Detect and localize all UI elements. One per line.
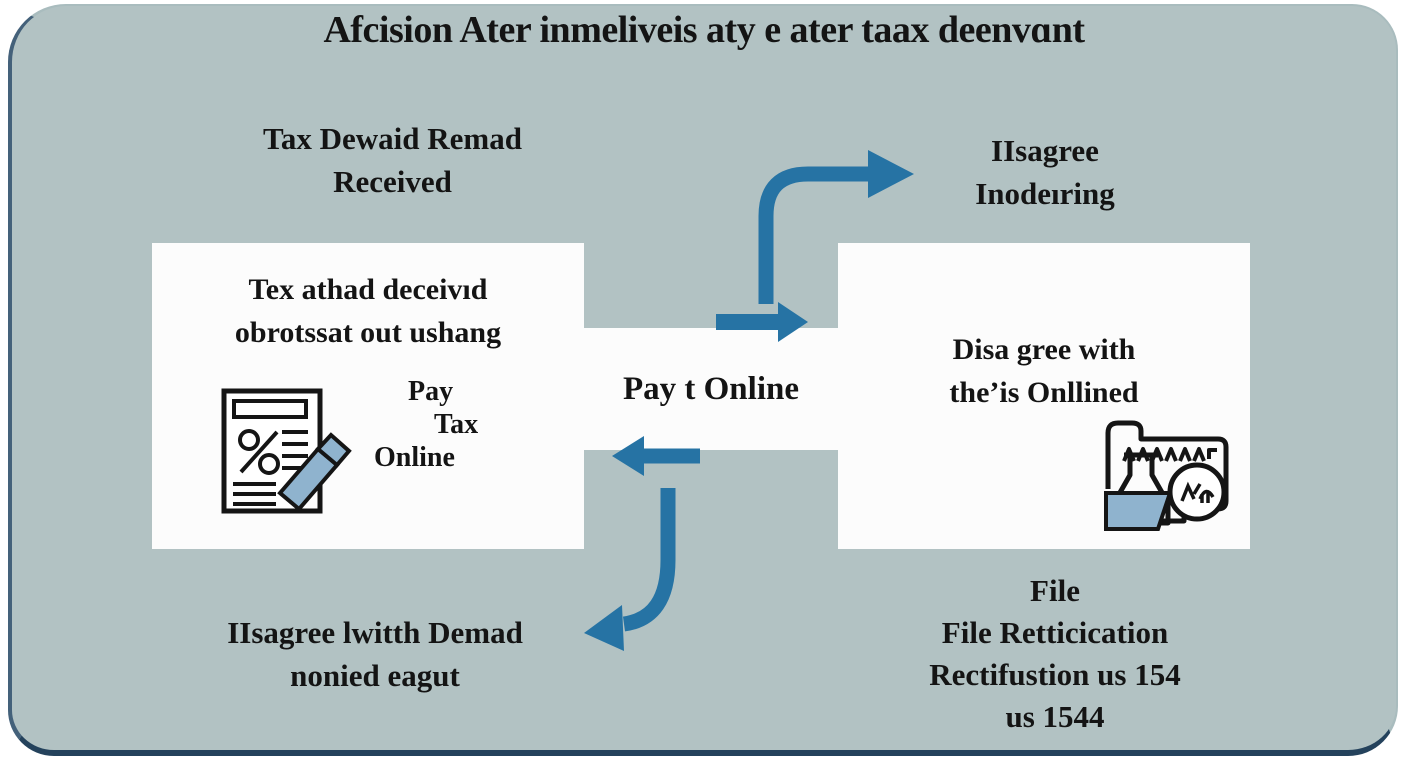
label-line: File	[1030, 573, 1080, 608]
pen-glyph	[277, 432, 352, 512]
label-line: Rectifustion us 154	[929, 657, 1181, 693]
label-line: IIsagree	[991, 133, 1099, 168]
flask-liquid	[1104, 491, 1173, 531]
caption-line: Online	[374, 442, 455, 474]
folder-flask-stamp-icon	[1068, 401, 1246, 549]
label-line: Inodeıring	[975, 175, 1115, 211]
node-text-line: obrotssat out ushang	[234, 315, 502, 349]
caption-line: Tax	[434, 409, 479, 441]
diagram-title: Afcision Ater inmeliveis aty e ater taax…	[323, 9, 1085, 51]
label-disagree-ordering: IIsagree Inodeıring	[900, 130, 1190, 216]
label-line: IIsagree lwitth Demad	[227, 615, 523, 650]
label-disagree-with-demand: IIsagree lwitth Demad nonied eagut	[140, 612, 610, 698]
node-text: Disa gree with the’is Onllined	[838, 329, 1250, 414]
label-line: Tax Dewaid Remad	[263, 121, 522, 156]
stamp-seal	[1167, 462, 1227, 522]
node-text-line: Disa gree with	[952, 333, 1136, 366]
node-text-line: Tex athad deceivıd	[248, 273, 488, 306]
bridge-label: Pay t Online	[622, 370, 799, 407]
label-line: File Retticication	[941, 615, 1169, 651]
label-tax-demand-received: Tax Dewaid Remad Received	[160, 118, 625, 204]
tax-document-pen-icon	[218, 383, 370, 525]
label-line: us 1544	[1005, 699, 1105, 735]
label-file-rectification: File File Retticication Rectifustion us …	[840, 570, 1270, 739]
label-line: nonied eagut	[290, 657, 460, 693]
node-disagree-online: Disa gree with the’is Onllined	[838, 243, 1250, 549]
node-text: Tex athad deceivıd obrotssat out ushang	[152, 269, 584, 354]
node-pay-online-bridge: Pay t Online	[583, 328, 839, 450]
node-text-line: the’is Onllined	[949, 375, 1139, 409]
label-line: Received	[333, 163, 452, 199]
pay-tax-online-caption: Pay Tax Online	[374, 375, 478, 474]
caption-line: Pay	[408, 376, 454, 407]
node-tax-received: Tex athad deceivıd obrotssat out ushang	[152, 243, 584, 549]
